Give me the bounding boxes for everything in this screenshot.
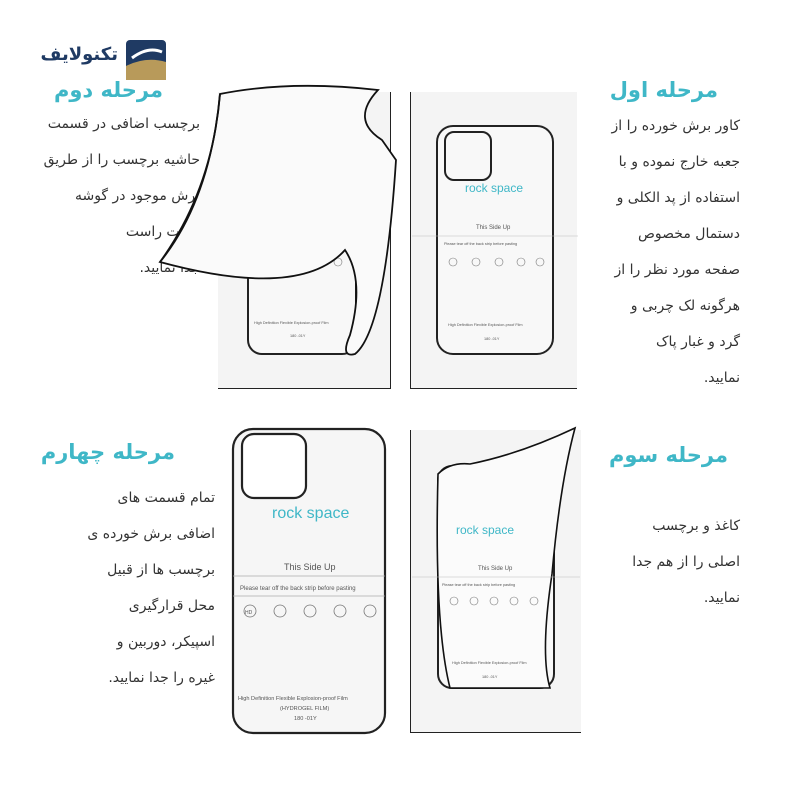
step1-line: کاور برش خورده را از — [611, 118, 740, 134]
film-spec-line1: High Definition Flexible Explosion-proof… — [254, 321, 329, 325]
film-model: 180 -01Y — [484, 337, 500, 341]
film-spec-line1: High Definition Flexible Explosion-proof… — [452, 661, 527, 665]
step4-line: محل قرارگیری — [128, 598, 215, 614]
step3-line: نمایید. — [703, 590, 740, 606]
brand-logo: تکنولایف — [38, 38, 168, 80]
step4-line: اضافی برش خورده ی — [87, 526, 215, 542]
step4-title: مرحله چهارم — [40, 440, 175, 464]
step1-line: جعبه خارج نموده و با — [618, 154, 740, 170]
film-tear-note: Please tear off the back strip before pa… — [444, 242, 517, 246]
phone-outline — [436, 125, 554, 355]
hd-badge: HD — [245, 610, 253, 616]
step3-text: کاغذ و برچسب اصلی را از هم جدا نمایید. — [580, 508, 740, 616]
step3-title: مرحله سوم — [608, 443, 728, 467]
film-spec-line1: High Definition Flexible Explosion-proof… — [238, 696, 348, 702]
brand-mark-icon — [126, 40, 166, 80]
step1-title: مرحله اول — [609, 78, 718, 102]
film-tear-note: Please tear off the back strip before pa… — [240, 586, 356, 592]
step1-line: دستمال مخصوص — [637, 226, 740, 242]
step4-line: اسپیکر، دوربین و — [116, 634, 215, 650]
film-tear-note: Please tear off the back strip before pa… — [442, 583, 515, 587]
step2-text: برچسب اضافی در قسمت حاشیه برچسب را از طر… — [0, 106, 200, 286]
phone-outline — [231, 427, 387, 735]
brand-name: تکنولایف — [40, 44, 118, 65]
film-side-up: This Side Up — [284, 562, 336, 572]
step1-text: کاور برش خورده را از جعبه خارج نموده و ب… — [560, 108, 740, 396]
step4-text: تمام قسمت های اضافی برش خورده ی برچسب ها… — [15, 480, 215, 696]
camera-bump-icon — [240, 432, 308, 500]
camera-bump-icon — [444, 131, 492, 181]
step1-line: گرد و غبار پاک — [656, 334, 740, 350]
step2-phone-illustration: rock space This Side Up Please tear off … — [158, 84, 397, 356]
step3-line: کاغذ و برچسب — [652, 518, 740, 534]
step4-line: تمام قسمت های — [117, 490, 215, 506]
film-model: 180 -01Y — [290, 334, 306, 338]
step3-line: اصلی را از هم جدا — [632, 554, 740, 570]
film-model: 180 -01Y — [482, 675, 498, 679]
step1-line: استفاده از پد الکلی و — [616, 190, 740, 206]
step1-line: صفحه مورد نظر را از — [614, 262, 740, 278]
step4-line: غیره را جدا نمایید. — [108, 670, 215, 686]
step1-phone-illustration: rock space This Side Up Please tear off … — [412, 125, 578, 355]
film-side-up: This Side Up — [478, 566, 513, 572]
step4-line: برچسب ها از قبیل — [107, 562, 215, 578]
film-brand-text: rock space — [465, 181, 523, 195]
film-model: 180 -01Y — [294, 716, 317, 722]
film-side-up: This Side Up — [476, 225, 511, 231]
film-brand-text: rock space — [456, 523, 514, 537]
step3-phone-illustration: rock space This Side Up Please tear off … — [412, 426, 580, 689]
peeling-film — [436, 426, 577, 689]
step1-line: نمایید. — [703, 370, 740, 386]
step4-phone-illustration: rock space This Side Up Please tear off … — [231, 427, 387, 735]
film-spec-line1: High Definition Flexible Explosion-proof… — [448, 323, 523, 327]
step1-line: هرگونه لک چربی و — [630, 298, 740, 314]
film-spec-line2: (HYDROGEL FILM) — [280, 706, 329, 712]
step2-line: برش موجود در گوشه — [74, 188, 200, 204]
step2-line: برچسب اضافی در قسمت — [47, 116, 200, 132]
step2-title: مرحله دوم — [53, 78, 163, 102]
film-brand-text: rock space — [272, 505, 349, 522]
step2-line: حاشیه برچسب را از طریق — [43, 152, 200, 168]
